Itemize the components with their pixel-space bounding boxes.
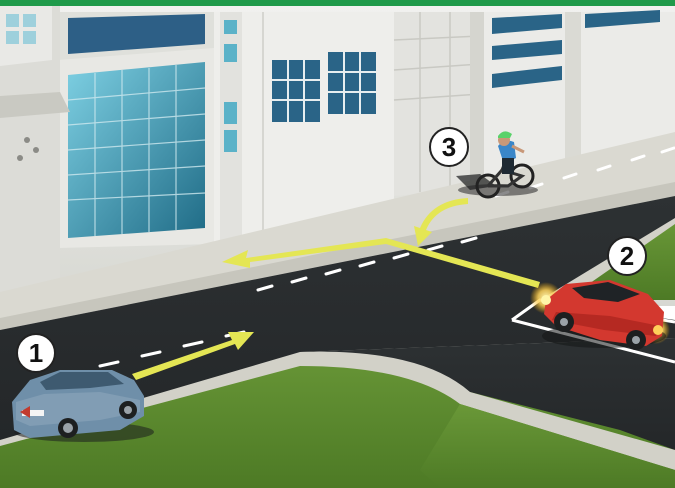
marker-label-2: 2 — [620, 241, 634, 271]
marker-label-1: 1 — [29, 338, 43, 368]
car-icon — [12, 370, 154, 442]
marker-label-3: 3 — [442, 132, 456, 162]
frame-top-border — [0, 0, 675, 6]
marker-car-1: 1 — [17, 334, 55, 372]
marker-car-2: 2 — [608, 237, 646, 275]
marker-cyclist-3: 3 — [430, 128, 468, 166]
